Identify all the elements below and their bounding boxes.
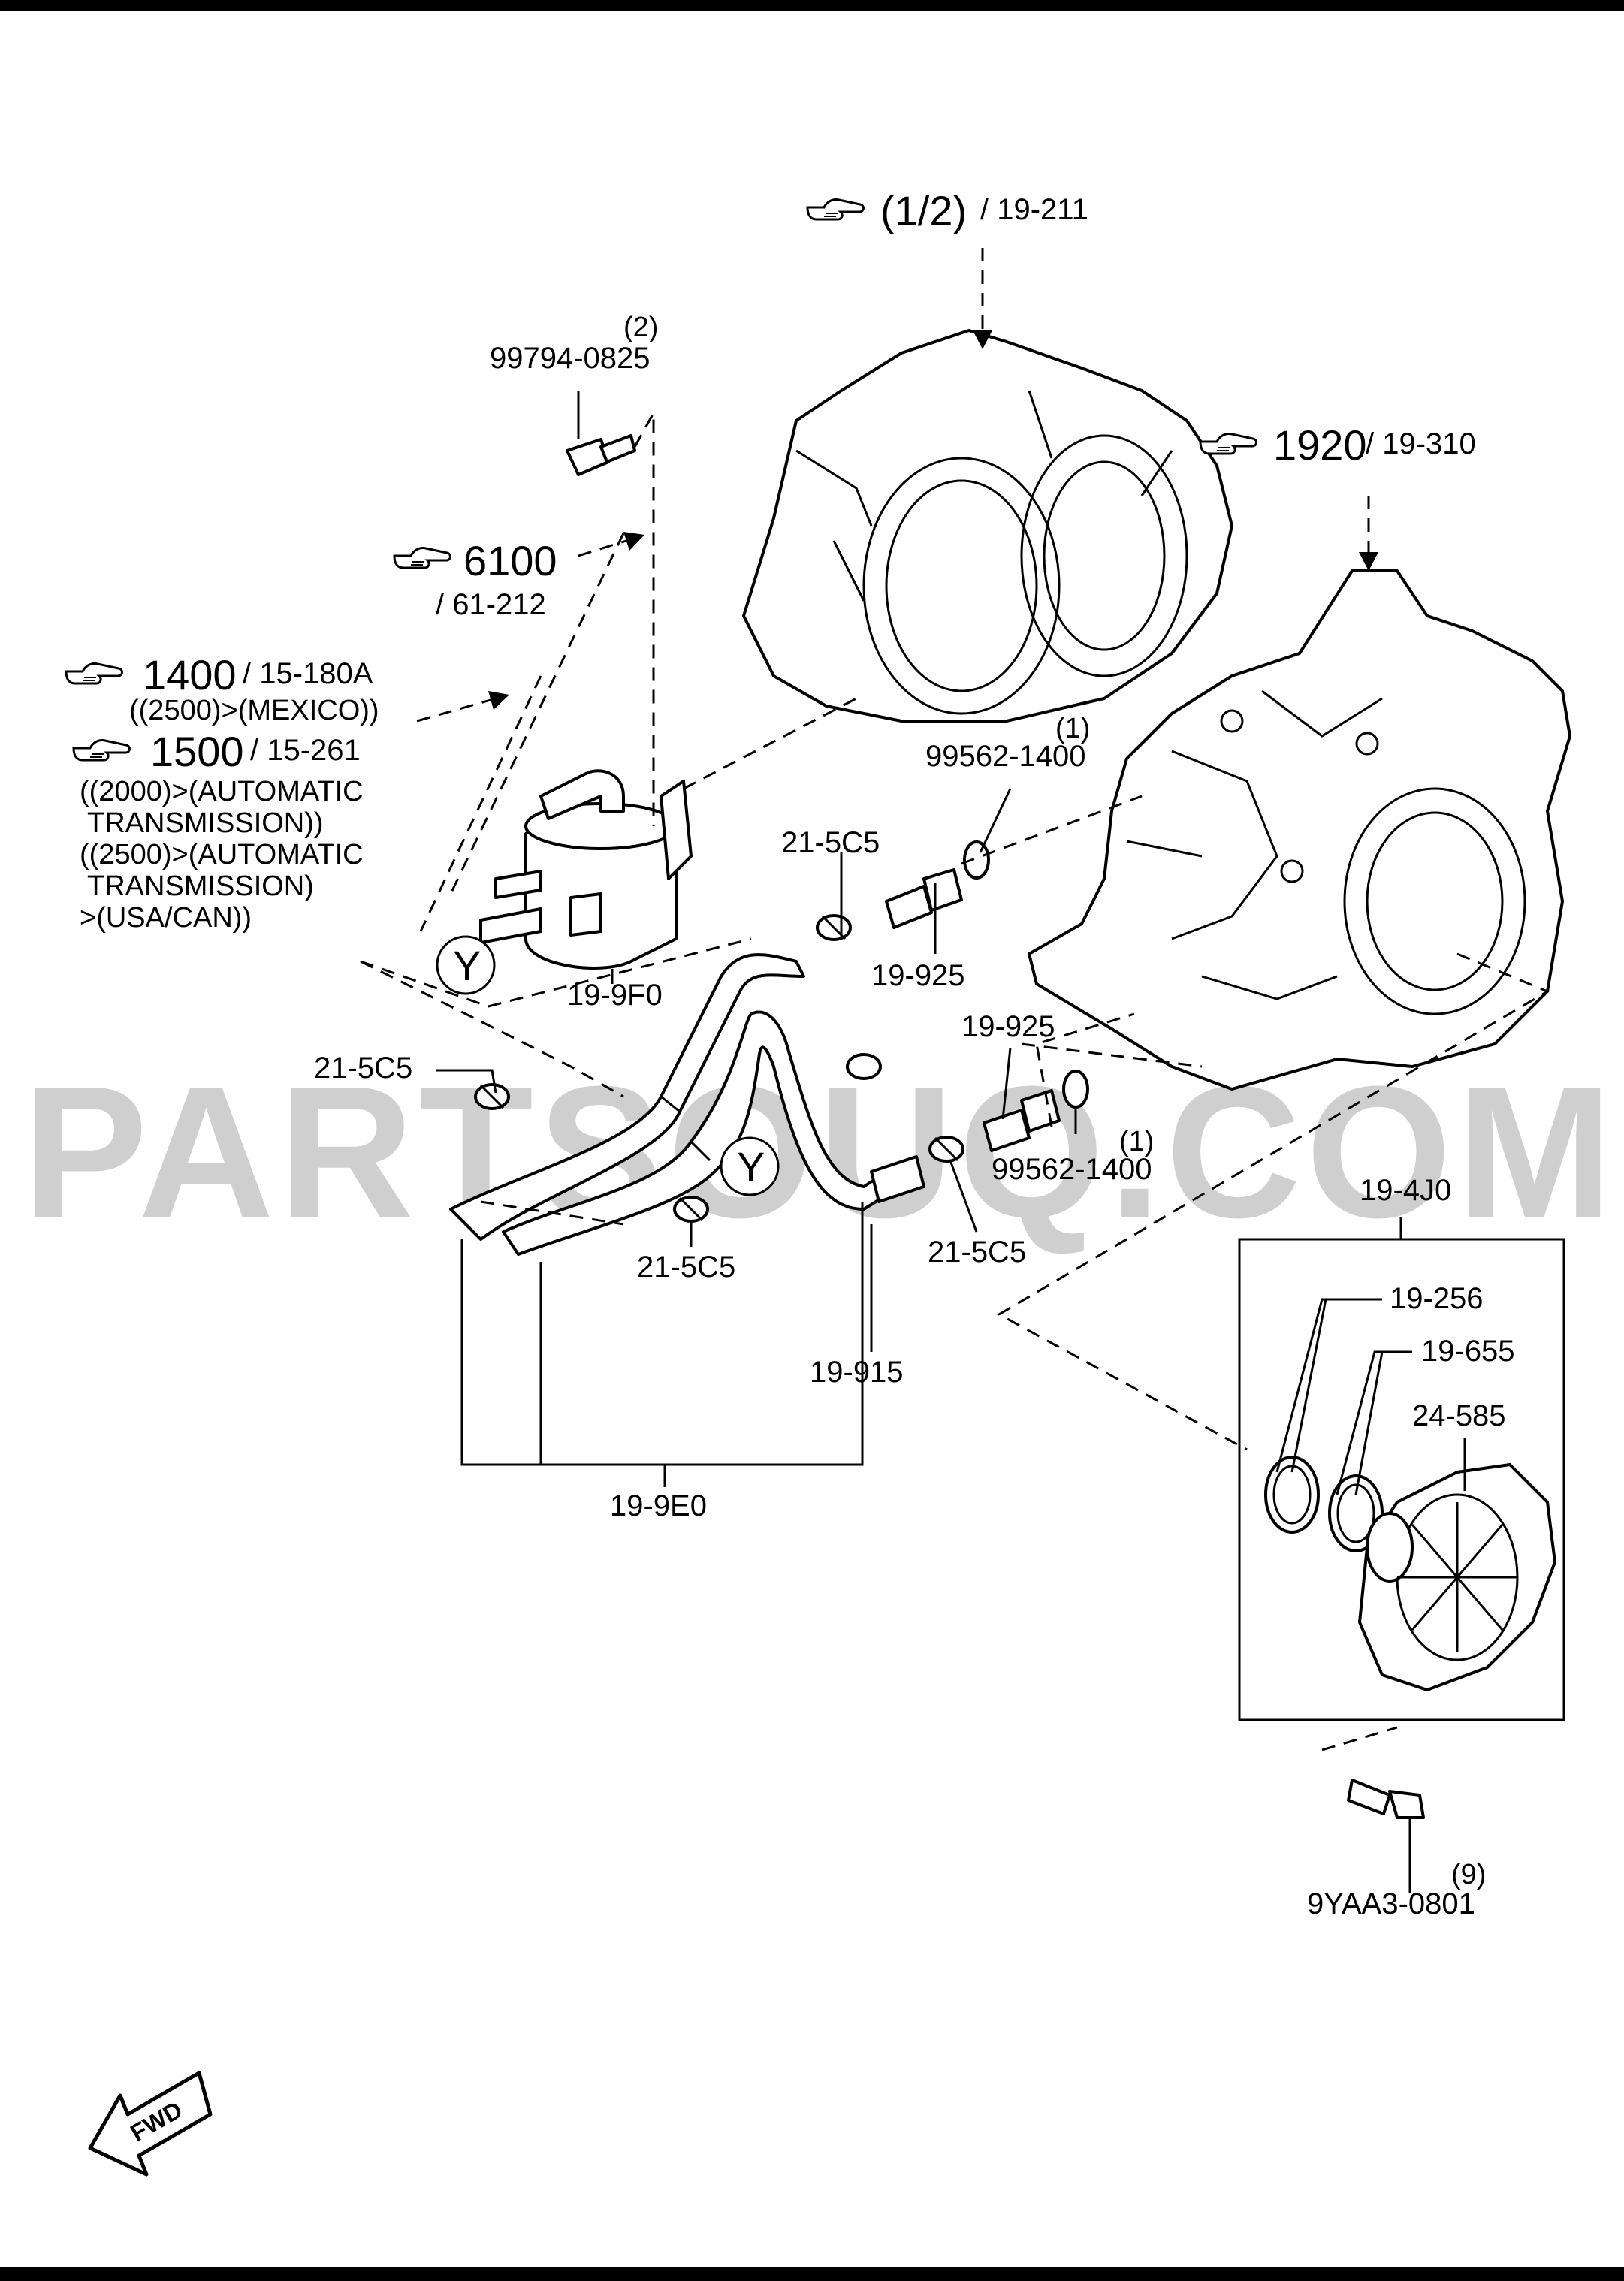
connector-mark-y-lower: Y	[720, 1136, 780, 1196]
clamp-d-number[interactable]: 21-5C5	[928, 1236, 1026, 1269]
ref-1500-note-3: ((2500)>(AUTOMATIC	[80, 839, 364, 870]
pointing-hand-icon	[393, 546, 451, 569]
transmission-case-lower[interactable]	[1028, 569, 1571, 1091]
seal-lower[interactable]	[1062, 1070, 1089, 1109]
ref-6100-code[interactable]: 6100	[463, 537, 557, 584]
oil-cooler[interactable]	[479, 769, 693, 970]
bolt-upper-qty: (2)	[623, 312, 658, 343]
fitting-upper[interactable]	[885, 868, 963, 929]
ref-1500-page[interactable]: / 15-261	[250, 734, 361, 767]
seal-upper-number[interactable]: 99562-1400	[925, 740, 1086, 773]
ref-half-code[interactable]: (1/2)	[880, 187, 967, 234]
ref-1500-note-4: TRANSMISSION)	[87, 870, 314, 902]
oil-hose[interactable]	[449, 953, 925, 1256]
seal-upper[interactable]	[963, 840, 990, 880]
ref-1400-page[interactable]: / 15-180A	[243, 657, 373, 690]
bolt-lower-qty: (9)	[1451, 1859, 1486, 1890]
hose-clamp-d[interactable]	[928, 1136, 964, 1163]
ref-1500-note-5: >(USA/CAN))	[80, 902, 252, 934]
forward-arrow-icon: FWD	[88, 2071, 213, 2177]
hose-clamp-top[interactable]	[846, 1053, 882, 1080]
ref-1500-code[interactable]: 1500	[150, 728, 244, 775]
pointing-hand-icon	[806, 198, 865, 221]
connector-mark-y-upper: Y	[436, 935, 496, 995]
top-border	[0, 0, 1624, 11]
cooler-number[interactable]: 19-9F0	[567, 979, 663, 1012]
clamp-c-number[interactable]: 21-5C5	[637, 1251, 735, 1284]
svg-text:Y: Y	[453, 942, 481, 989]
leader-lines	[360, 248, 1550, 1893]
seal-lower-qty: (1)	[1119, 1126, 1154, 1157]
bolt-lower[interactable]	[1347, 1779, 1425, 1819]
svg-text:Y: Y	[737, 1143, 765, 1190]
ref-1920-page[interactable]: / 19-310	[1366, 427, 1476, 460]
bottom-border	[0, 2267, 1624, 2281]
transmission-case-upper[interactable]	[742, 329, 1233, 723]
ref-1400-note: ((2500)>(MEXICO))	[129, 695, 379, 726]
hose-set-number[interactable]: 19-9E0	[610, 1489, 707, 1522]
ref-1920-code[interactable]: 1920	[1273, 421, 1367, 469]
ref-1500-note-1: ((2000)>(AUTOMATIC	[80, 776, 364, 807]
pointing-hand-icon	[1199, 432, 1257, 455]
pointing-hand-icon	[72, 738, 131, 762]
hose-clamp-b[interactable]	[474, 1083, 510, 1110]
ref-6100-page[interactable]: / 61-212	[436, 588, 546, 621]
ref-1400-code[interactable]: 1400	[143, 651, 237, 698]
ref-1500-note-2: TRANSMISSION))	[87, 807, 324, 839]
seal-upper-qty: (1)	[1055, 713, 1090, 744]
bolt-upper[interactable]	[566, 434, 636, 476]
pump-cover-number[interactable]: 24-585	[1412, 1399, 1506, 1432]
seal-lower-number[interactable]: 99562-1400	[992, 1153, 1152, 1186]
bolt-upper-number[interactable]: 99794-0825	[490, 342, 651, 375]
fitting-lower-number[interactable]: 19-925	[961, 1010, 1055, 1043]
oring-b-number[interactable]: 19-655	[1421, 1335, 1515, 1368]
bolt-lower-number[interactable]: 9YAA3-0801	[1307, 1887, 1475, 1920]
pointing-hand-icon	[65, 662, 123, 685]
clamp-b-number[interactable]: 21-5C5	[314, 1051, 412, 1085]
hose-clamp-a[interactable]	[816, 914, 852, 941]
hose-clamp-c[interactable]	[673, 1196, 709, 1223]
pump-cover[interactable]	[1358, 1463, 1556, 1691]
hose-number[interactable]: 19-915	[810, 1356, 904, 1389]
fitting-upper-number[interactable]: 19-925	[871, 959, 965, 992]
ref-half-page[interactable]: / 19-211	[980, 193, 1088, 226]
oring-a-number[interactable]: 19-256	[1390, 1282, 1484, 1315]
clamp-a-number[interactable]: 21-5C5	[781, 826, 880, 859]
pump-assembly-number[interactable]: 19-4J0	[1360, 1174, 1451, 1207]
